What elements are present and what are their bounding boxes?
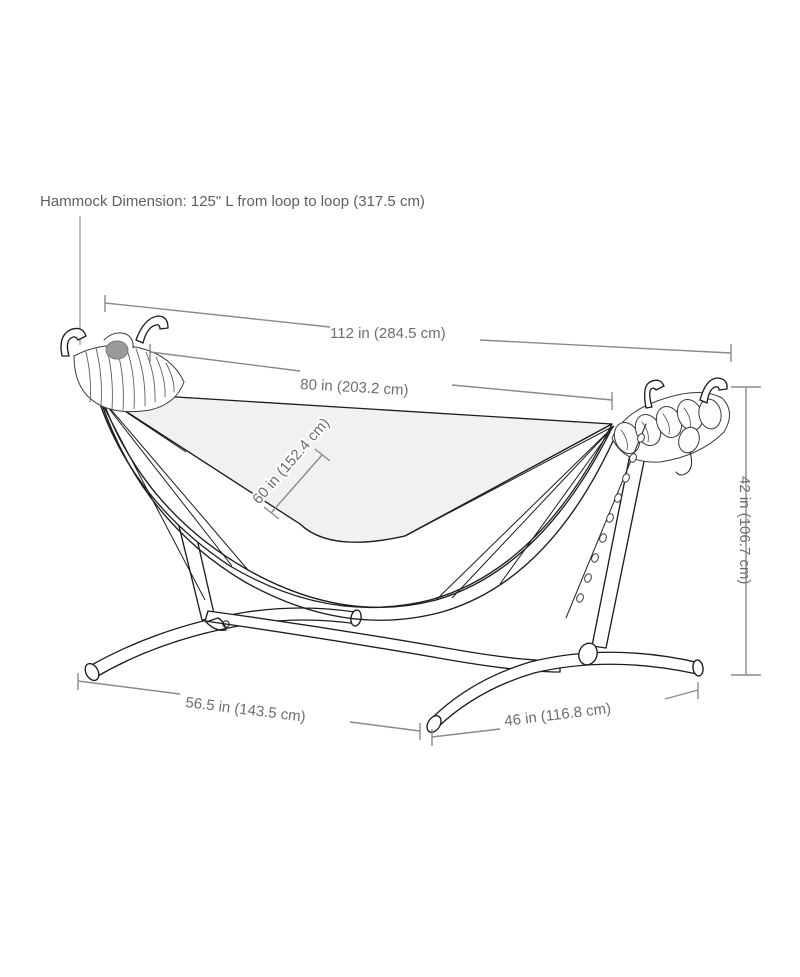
stand-right-joint-collar — [578, 642, 598, 666]
left-hook-curl — [135, 315, 169, 344]
dimension-stand-height: 42 in (106.7 cm) — [731, 386, 761, 676]
right-suspension-ring — [678, 426, 700, 454]
dimension-label-42in: 42 in (106.7 cm) — [736, 476, 753, 584]
base-foot-right-endcap — [426, 715, 442, 733]
hammock-bottom-edge-outer — [98, 395, 619, 621]
page-title: Hammock Dimension: 125" L from loop to l… — [40, 193, 425, 210]
dimension-bed-length: 80 in (203.2 cm) — [149, 344, 613, 410]
base-foot-right-tip-cap — [692, 659, 704, 677]
dimension-overall-length: 112 in (284.5 cm) — [104, 295, 732, 362]
right-ring-tail — [675, 451, 693, 476]
dimension-base-left-span: 56.5 in (143.5 cm) — [77, 673, 421, 740]
dimension-label-112in: 112 in (284.5 cm) — [330, 325, 446, 342]
stand-left-foot-bolt — [222, 620, 230, 628]
left-hook-curl-2 — [60, 327, 87, 357]
right-hook-curl-2 — [699, 377, 728, 404]
hammock-bottom-edge-inner — [103, 403, 611, 609]
hammock-strands-right — [404, 425, 615, 601]
left-rope-knob — [105, 340, 129, 360]
rope-gathered-end-left — [60, 315, 185, 413]
suspension-chain — [565, 423, 647, 619]
stand-left-foot-pad — [205, 617, 227, 631]
dimension-label-80in: 80 in (203.2 cm) — [300, 376, 409, 399]
dimension-label-46in: 46 in (116.8 cm) — [503, 700, 612, 730]
dimension-label-56-5in: 56.5 in (143.5 cm) — [185, 694, 307, 726]
rope-gathered-end-right — [611, 377, 730, 476]
base-foot-left-endcap — [84, 662, 100, 682]
right-hook-curl-1 — [644, 379, 665, 409]
